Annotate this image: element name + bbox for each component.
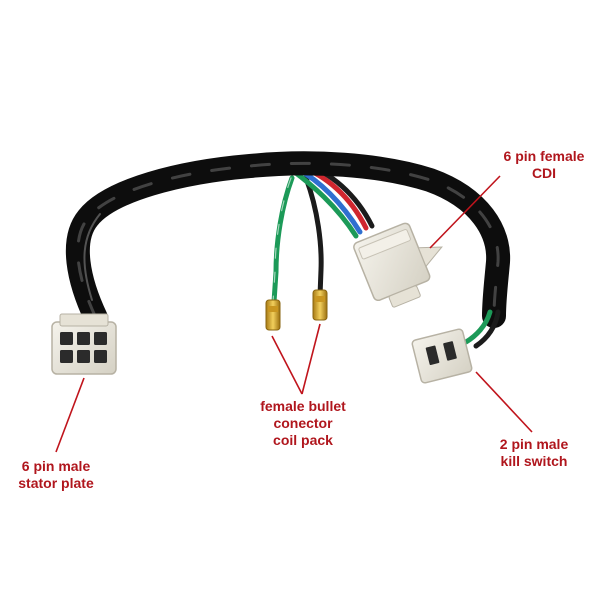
black-wire [303, 175, 324, 299]
bullet-connector-icon [265, 289, 328, 331]
pointer-lines [55, 175, 533, 453]
label-cdi-line2: CDI [531, 165, 557, 181]
label-kill-switch: 2 pin male kill switch [490, 436, 578, 470]
label-bullet-line1: female bullet [260, 398, 346, 414]
label-bullet-connector: female bullet conector coil pack [248, 398, 358, 449]
label-kill-line1: 2 pin male [499, 436, 569, 452]
kill-wires [463, 309, 501, 349]
label-stator-line2: stator plate [18, 475, 94, 491]
green-wire [271, 175, 295, 305]
label-kill-line2: kill switch [500, 453, 568, 469]
cdi-connector-icon [353, 222, 443, 308]
wire-harness-icon [65, 151, 511, 330]
pointer-cdi [429, 175, 501, 249]
bullet-wires [271, 175, 324, 305]
label-cdi-line1: 6 pin female [503, 148, 585, 164]
pointer-kill [475, 371, 533, 433]
six-pin-connector-icon [51, 313, 117, 375]
label-bullet-line3: coil pack [273, 432, 333, 448]
label-bullet-line2: conector [273, 415, 333, 431]
label-cdi: 6 pin female CDI [496, 148, 592, 182]
label-stator-plate: 6 pin male stator plate [8, 458, 104, 492]
pointer-stator [55, 377, 85, 453]
two-pin-connector-icon [411, 328, 473, 384]
label-stator-line1: 6 pin male [21, 458, 91, 474]
pointer-bullet-left [271, 335, 303, 395]
pointer-bullet-right [301, 323, 321, 395]
